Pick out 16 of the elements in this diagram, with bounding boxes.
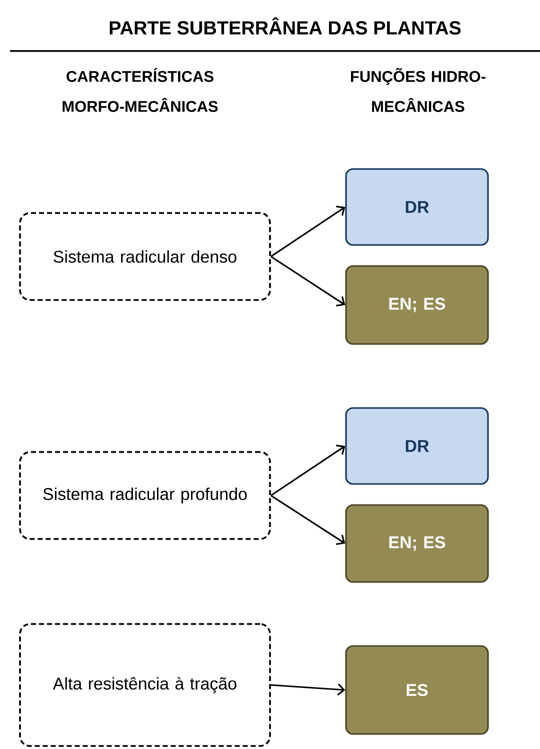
feature-box: Sistema radicular profundo (19, 451, 271, 540)
feature-box: Sistema radicular denso (19, 212, 271, 301)
function-box: EN; ES (345, 504, 489, 583)
feature-box: Alta resistência à tração (19, 623, 271, 747)
function-box: ES (345, 645, 489, 735)
arrow (270, 444, 346, 496)
column-heading: FUNÇÕES HIDRO-MECÂNICAS (351, 68, 486, 112)
function-box: DR (345, 168, 489, 246)
column-heading: CARACTERÍSTICAS MORFO-MECÂNICAS (62, 68, 218, 112)
arrow (270, 494, 346, 545)
function-box: EN; ES (345, 265, 489, 345)
arrow (270, 256, 346, 306)
title: PARTE SUBTERRÂNEA DAS PLANTAS (110, 17, 461, 35)
arrow (270, 683, 346, 696)
function-box: DR (345, 407, 489, 485)
arrow (270, 206, 346, 258)
